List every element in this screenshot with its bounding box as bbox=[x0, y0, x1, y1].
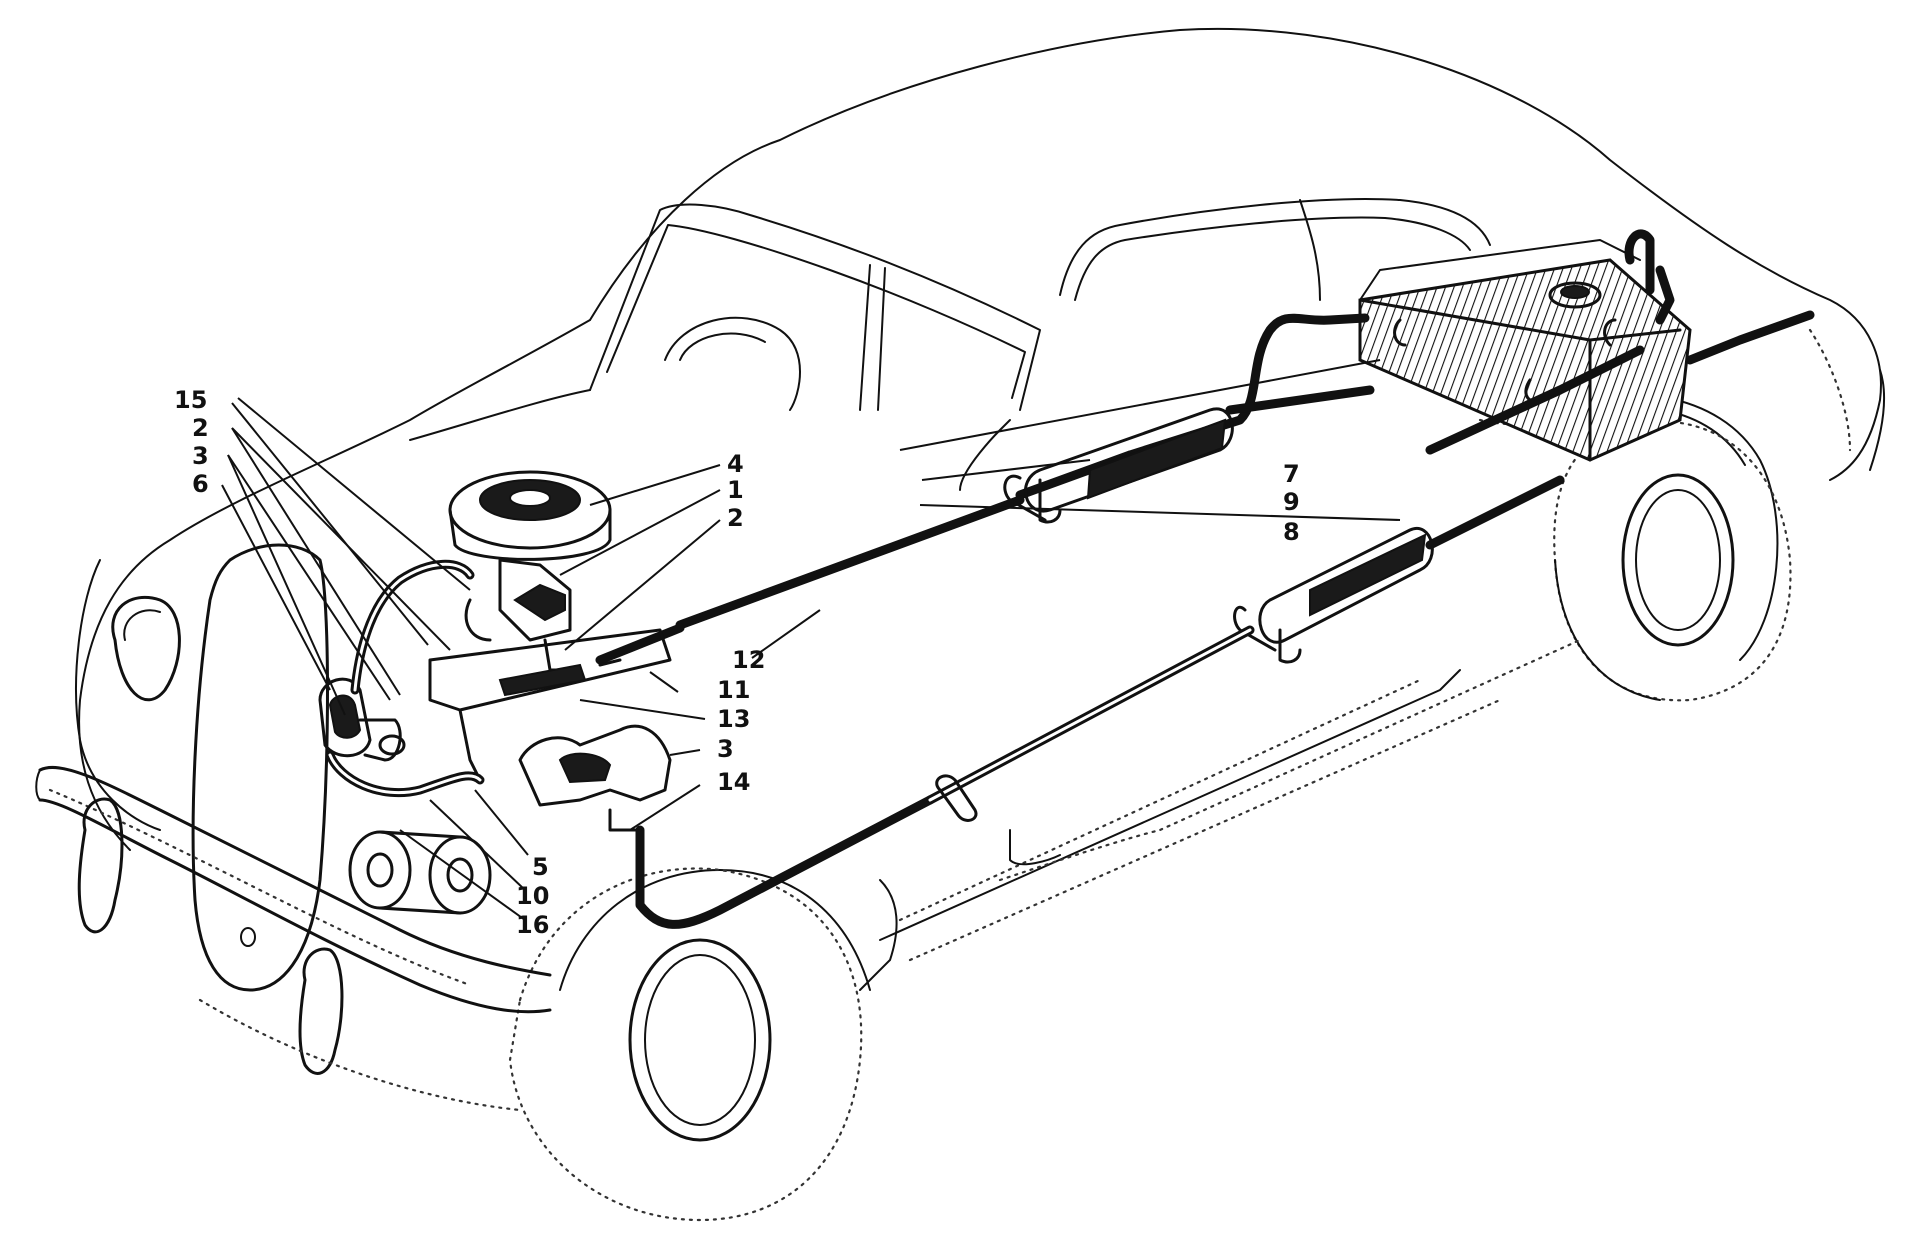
callout-13: 13 bbox=[717, 705, 750, 733]
car-body-outline bbox=[35, 27, 1886, 1222]
callout-11: 11 bbox=[717, 676, 750, 704]
fuel-pump bbox=[318, 677, 406, 762]
callout-16: 16 bbox=[516, 911, 549, 939]
lower-muffler bbox=[1233, 526, 1434, 664]
fuel-tank bbox=[1358, 229, 1692, 462]
callout-12: 12 bbox=[732, 646, 765, 674]
callout-2-right: 2 bbox=[727, 504, 744, 532]
fuel-line-upper bbox=[595, 310, 1815, 665]
callout-3-left: 3 bbox=[192, 442, 209, 470]
air-filter bbox=[448, 470, 612, 561]
upper-muffler bbox=[1003, 407, 1234, 524]
exhaust-pipe-lower bbox=[635, 475, 1565, 929]
intake-manifold bbox=[428, 628, 672, 782]
callout-6: 6 bbox=[192, 470, 209, 498]
front-bumper bbox=[35, 765, 552, 1075]
callout-9: 9 bbox=[1283, 488, 1300, 516]
callout-5: 5 bbox=[532, 853, 549, 881]
leader-lines bbox=[221, 359, 1401, 921]
callout-8: 8 bbox=[1283, 518, 1300, 546]
callout-3-right: 3 bbox=[717, 735, 734, 763]
rear-wheel bbox=[1553, 420, 1792, 702]
callout-labels: 15 2 3 6 4 1 2 7 9 8 12 11 13 3 14 5 10 … bbox=[174, 386, 1300, 939]
callout-1: 1 bbox=[727, 476, 744, 504]
fuel-hose bbox=[325, 559, 485, 798]
callout-7: 7 bbox=[1283, 460, 1300, 488]
callout-15: 15 bbox=[174, 386, 207, 414]
callout-14: 14 bbox=[717, 768, 750, 796]
exhaust-manifold bbox=[518, 724, 672, 832]
callout-10: 10 bbox=[516, 882, 549, 910]
pipe-clamp bbox=[935, 774, 978, 822]
front-wheel bbox=[508, 867, 871, 1222]
callout-4: 4 bbox=[727, 450, 744, 478]
callout-2-left: 2 bbox=[192, 414, 209, 442]
generator-pulley bbox=[348, 830, 492, 915]
